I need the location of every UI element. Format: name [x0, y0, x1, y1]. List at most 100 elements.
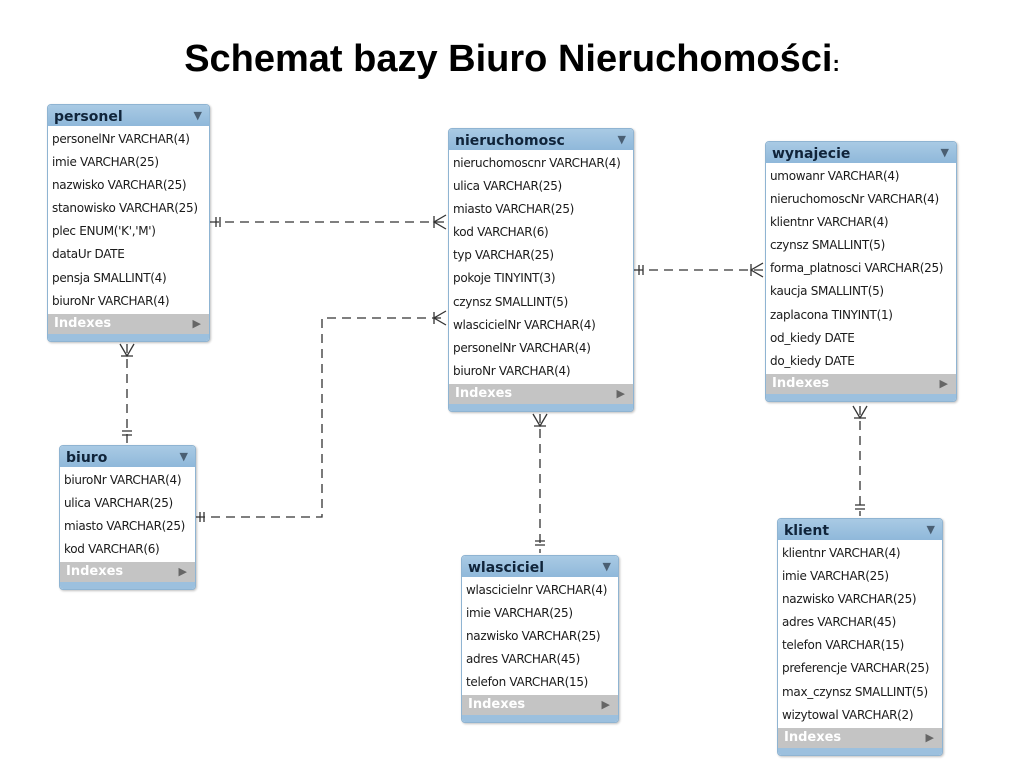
column-row[interactable]: imie VARCHAR(25)	[782, 569, 889, 584]
column-row[interactable]: wizytowal VARCHAR(2)	[782, 707, 914, 722]
column-row[interactable]: stanowisko VARCHAR(25)	[52, 201, 198, 216]
link-many-marker	[119, 343, 135, 358]
column-row[interactable]: biuroNr VARCHAR(4)	[64, 473, 182, 487]
table-header[interactable]: personel ▼	[48, 105, 209, 126]
column-row[interactable]: pokoje TINYINT(3)	[453, 271, 556, 286]
column-row[interactable]: personelNr VARCHAR(4)	[52, 132, 190, 146]
indexes-section[interactable]: Indexes ▶	[462, 695, 618, 716]
expand-arrow-icon[interactable]: ▶	[616, 386, 625, 400]
table-footer	[48, 333, 209, 341]
column-row[interactable]: biuroNr VARCHAR(4)	[453, 363, 571, 378]
column-row[interactable]: kod VARCHAR(6)	[453, 225, 549, 240]
indexes-section[interactable]: Indexes ▶	[449, 383, 633, 404]
column-row[interactable]: kaucja SMALLINT(5)	[770, 284, 884, 299]
indexes-section[interactable]: Indexes▶	[60, 562, 195, 583]
column-row[interactable]: klientnr VARCHAR(4)	[782, 546, 901, 560]
indexes-section[interactable]: Indexes ▶	[48, 313, 209, 334]
indexes-label: Indexes	[468, 697, 526, 713]
expand-arrow-icon[interactable]: ▶	[192, 316, 201, 330]
table-wlasciciel[interactable]: wlasciciel ▼ wlascicielnr VARCHAR(4) imie V…	[461, 555, 619, 724]
link-many-marker	[432, 214, 447, 230]
expand-arrow-icon[interactable]: ▶	[939, 376, 948, 390]
column-row[interactable]: imie VARCHAR(25)	[52, 155, 159, 170]
column-row[interactable]: nazwisko VARCHAR(25)	[782, 592, 917, 607]
link-many-marker	[749, 262, 764, 278]
table-nieruchomosc[interactable]: nieruchomosc▼ nieruchomoscnr VARCHAR(4) ul…	[448, 128, 634, 412]
column-row[interactable]: ulica VARCHAR(25)	[453, 179, 562, 194]
indexes-label: Indexes	[772, 375, 830, 391]
link-one-marker	[638, 265, 644, 275]
indexes-label: Indexes	[54, 315, 112, 331]
table-header[interactable]: nieruchomosc▼	[449, 129, 633, 150]
table-name: klient	[784, 523, 830, 539]
table-footer	[449, 403, 633, 411]
column-row[interactable]: typ VARCHAR(25)	[453, 248, 554, 263]
expand-arrow-icon[interactable]: ▶	[925, 730, 934, 744]
column-row[interactable]: adres VARCHAR(45)	[782, 615, 896, 630]
collapse-triangle-icon[interactable]: ▼	[926, 523, 935, 536]
column-row[interactable]: adres VARCHAR(45)	[466, 652, 580, 667]
indexes-label: Indexes	[455, 385, 513, 401]
column-row[interactable]: pensja SMALLINT(4)	[52, 270, 167, 285]
table-header[interactable]: klient ▼	[778, 519, 942, 540]
column-row[interactable]: ulica VARCHAR(25)	[64, 496, 173, 511]
link-one-marker	[535, 540, 545, 546]
table-header[interactable]: wynajecie ▼	[766, 142, 956, 163]
table-klient[interactable]: klient ▼ klientnr VARCHAR(4) imie VARCHAR(2…	[777, 518, 943, 756]
indexes-label: Indexes	[784, 729, 842, 745]
column-list: klientnr VARCHAR(4) imie VARCHAR(25) nazwi…	[778, 540, 942, 728]
collapse-triangle-icon[interactable]: ▼	[617, 133, 626, 146]
column-row[interactable]: nieruchomoscnr VARCHAR(4)	[453, 156, 621, 170]
column-row[interactable]: forma_platnosci VARCHAR(25)	[770, 261, 944, 276]
expand-arrow-icon[interactable]: ▶	[601, 698, 610, 712]
column-row[interactable]: imie VARCHAR(25)	[466, 606, 573, 621]
table-name: wynajecie	[772, 146, 851, 162]
column-row[interactable]: miasto VARCHAR(25)	[64, 519, 186, 534]
table-header[interactable]: wlasciciel ▼	[462, 556, 618, 577]
column-row[interactable]: do_kiedy DATE	[770, 353, 855, 368]
column-row[interactable]: personelNr VARCHAR(4)	[453, 340, 591, 355]
column-row[interactable]: wlascicielnr VARCHAR(4)	[466, 583, 608, 597]
table-name: wlasciciel	[468, 560, 545, 576]
column-row[interactable]: od_kiedy DATE	[770, 330, 855, 345]
column-row[interactable]: preferencje VARCHAR(25)	[782, 661, 930, 676]
column-row[interactable]: nazwisko VARCHAR(25)	[52, 178, 187, 193]
collapse-triangle-icon[interactable]: ▼	[179, 450, 188, 463]
column-row[interactable]: umowanr VARCHAR(4)	[770, 169, 900, 183]
link-one-marker	[855, 504, 865, 510]
column-row[interactable]: czynsz SMALLINT(5)	[770, 238, 885, 253]
column-list: biuroNr VARCHAR(4) ulica VARCHAR(25) miast…	[60, 467, 195, 562]
column-row[interactable]: telefon VARCHAR(15)	[782, 638, 905, 653]
column-row[interactable]: dataUr DATE	[52, 247, 125, 262]
column-row[interactable]: klientnr VARCHAR(4)	[770, 215, 889, 230]
column-row[interactable]: miasto VARCHAR(25)	[453, 202, 575, 217]
column-row[interactable]: nieruchomoscNr VARCHAR(4)	[770, 192, 939, 207]
collapse-triangle-icon[interactable]: ▼	[193, 109, 202, 122]
column-row[interactable]: wlascicielNr VARCHAR(4)	[453, 317, 596, 332]
table-biuro[interactable]: biuro▼ biuroNr VARCHAR(4) ulica VARCHAR(25…	[59, 445, 196, 591]
column-row[interactable]: zaplacona TINYINT(1)	[770, 307, 893, 322]
table-header[interactable]: biuro▼	[60, 446, 195, 467]
column-list: nieruchomoscnr VARCHAR(4) ulica VARCHAR(2…	[449, 150, 633, 384]
indexes-section[interactable]: Indexes ▶	[778, 727, 942, 748]
expand-arrow-icon[interactable]: ▶	[178, 565, 187, 579]
column-row[interactable]: plec ENUM('K','M')	[52, 224, 156, 239]
column-row[interactable]: kod VARCHAR(6)	[64, 542, 160, 557]
column-row[interactable]: telefon VARCHAR(15)	[466, 675, 589, 690]
table-name: personel	[54, 109, 123, 125]
table-wynajecie[interactable]: wynajecie ▼ umowanr VARCHAR(4) nieruchomosc…	[765, 141, 957, 402]
column-row[interactable]: czynsz SMALLINT(5)	[453, 294, 568, 309]
column-row[interactable]: nazwisko VARCHAR(25)	[466, 629, 601, 644]
collapse-triangle-icon[interactable]: ▼	[602, 560, 611, 573]
indexes-section[interactable]: Indexes ▶	[766, 373, 956, 394]
table-personel[interactable]: personel ▼personelNr VARCHAR(4) imie VARCH…	[47, 104, 210, 342]
table-footer	[778, 747, 942, 755]
link-many-marker	[852, 405, 868, 420]
link-many-marker	[432, 310, 447, 326]
column-row[interactable]: max_czynsz SMALLINT(5)	[782, 684, 928, 699]
column-row[interactable]: biuroNr VARCHAR(4)	[52, 293, 170, 308]
link-biuro-nieruchomosc	[196, 317, 446, 518]
column-list: wlascicielnr VARCHAR(4) imie VARCHAR(25) n…	[462, 577, 618, 695]
collapse-triangle-icon[interactable]: ▼	[940, 146, 949, 159]
link-one-marker	[215, 217, 221, 227]
